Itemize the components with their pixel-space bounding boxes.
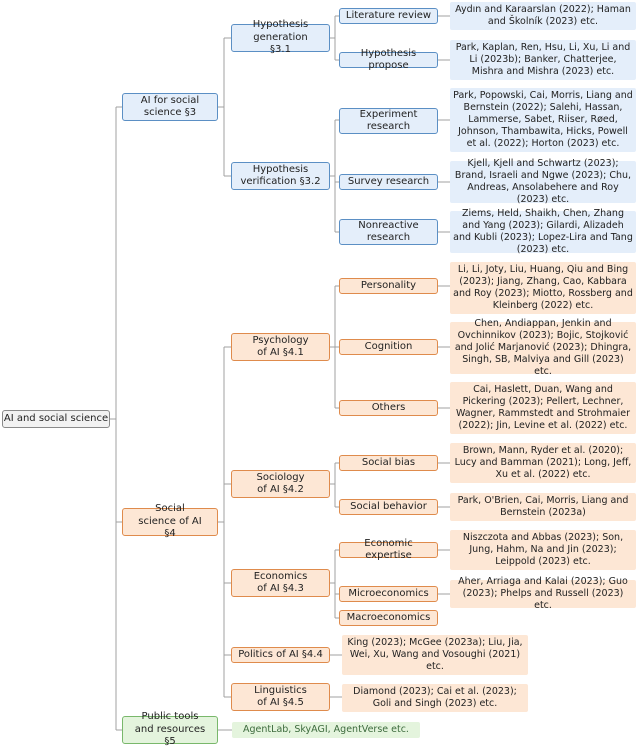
branch-public-tools: Public tools and resources §5	[122, 711, 218, 747]
refs-economic-expertise: Niszczota and Abbas (2023); Son, Jung, H…	[450, 530, 636, 570]
sub-politics: Politics of AI §4.4	[231, 647, 330, 663]
refs-nonreactive-research: Ziems, Held, Shaikh, Chen, Zhang and Yan…	[450, 208, 636, 255]
root-node: AI and social science	[2, 410, 110, 428]
leaf-microeconomics: Microeconomics	[339, 586, 438, 602]
refs-politics: King (2023); McGee (2023a); Liu, Jia, We…	[342, 635, 528, 675]
refs-hypothesis-propose: Park, Kaplan, Ren, Hsu, Li, Xu, Li and L…	[450, 40, 636, 80]
refs-survey-research: Kjell, Kjell and Schwartz (2023); Brand,…	[450, 158, 636, 205]
branch-ai-for-social-science: AI for social science §3	[122, 93, 218, 121]
leaf-survey-research: Survey research	[339, 174, 438, 190]
leaf-others: Others	[339, 400, 438, 416]
sub-hypothesis-verification: Hypothesis verification §3.2	[231, 162, 330, 190]
sub-hypothesis-generation: Hypothesis generation §3.1	[231, 19, 330, 55]
leaf-social-behavior: Social behavior	[339, 499, 438, 515]
leaf-experiment-research: Experiment research	[339, 108, 438, 134]
leaf-economic-expertise: Economic expertise	[339, 538, 438, 561]
branch-social-science-of-ai: Social science of AI §4	[122, 503, 218, 539]
refs-experiment-research: Park, Popowski, Cai, Morris, Liang and B…	[450, 88, 636, 152]
sub-sociology: Sociology of AI §4.2	[231, 470, 330, 498]
sub-linguistics: Linguistics of AI §4.5	[231, 683, 330, 711]
sub-psychology: Psychology of AI §4.1	[231, 333, 330, 361]
leaf-social-bias: Social bias	[339, 455, 438, 471]
refs-others: Cai, Haslett, Duan, Wang and Pickering (…	[450, 382, 636, 434]
refs-linguistics: Diamond (2023); Cai et al. (2023); Goli …	[342, 684, 528, 712]
leaf-nonreactive-research: Nonreactive research	[339, 219, 438, 245]
refs-personality: Li, Li, Joty, Liu, Huang, Qiu and Bing (…	[450, 262, 636, 314]
refs-microeconomics: Aher, Arriaga and Kalai (2023); Guo (202…	[450, 576, 636, 611]
leaf-macroeconomics: Macroeconomics	[339, 610, 438, 626]
leaf-literature-review: Literature review	[339, 8, 438, 24]
refs-social-bias: Brown, Mann, Ryder et al. (2020); Lucy a…	[450, 443, 636, 483]
refs-public-tools: AgentLab, SkyAGI, AgentVerse etc.	[232, 722, 420, 738]
refs-social-behavior: Park, O'Brien, Cai, Morris, Liang and Be…	[450, 493, 636, 521]
leaf-hypothesis-propose: Hypothesis propose	[339, 48, 438, 71]
leaf-personality: Personality	[339, 278, 438, 294]
leaf-cognition: Cognition	[339, 339, 438, 355]
sub-economics: Economics of AI §4.3	[231, 569, 330, 597]
refs-cognition: Chen, Andiappan, Jenkin and Ovchinnikov …	[450, 318, 636, 377]
refs-literature-review: Aydın and Karaarslan (2022); Haman and Š…	[450, 2, 636, 30]
